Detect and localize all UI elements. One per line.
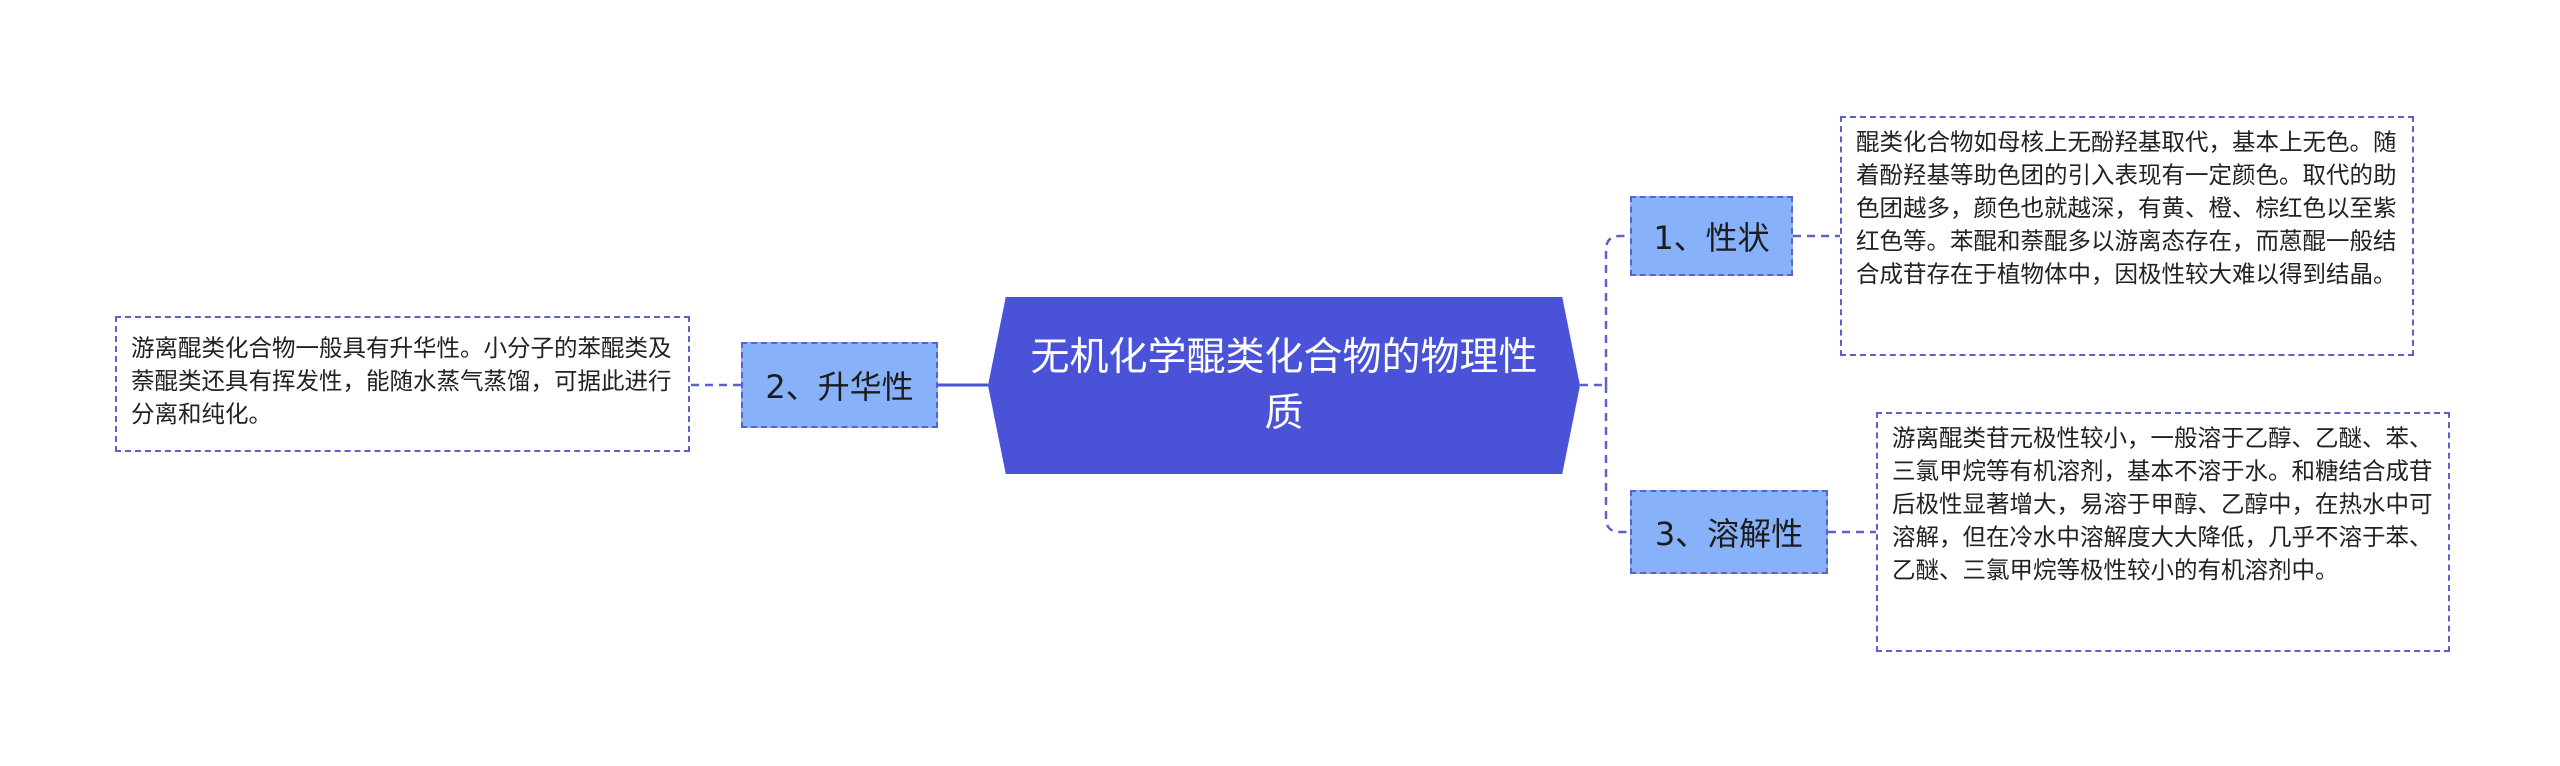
detail-sublimation-text: 游离醌类化合物一般具有升华性。小分子的苯醌类及萘醌类还具有挥发性，能随水蒸气蒸馏…	[131, 334, 672, 428]
branch-solubility[interactable]: 3、溶解性	[1630, 490, 1828, 574]
connector-trunk-upper	[1604, 234, 1630, 385]
detail-appearance-text: 醌类化合物如母核上无酚羟基取代，基本上无色。随着酚羟基等助色团的引入表现有一定颜…	[1856, 128, 2397, 288]
branch-solubility-label: 3、溶解性	[1654, 515, 1804, 553]
branch-sublimation[interactable]: 2、升华性	[741, 342, 938, 428]
detail-solubility-text: 游离醌类苷元极性较小，一般溶于乙醇、乙醚、苯、三氯甲烷等有机溶剂，基本不溶于水。…	[1892, 424, 2433, 584]
branch-appearance[interactable]: 1、性状	[1630, 196, 1793, 276]
detail-solubility[interactable]: 游离醌类苷元极性较小，一般溶于乙醇、乙醚、苯、三氯甲烷等有机溶剂，基本不溶于水。…	[1876, 412, 2450, 652]
connector-trunk-lower	[1604, 385, 1630, 534]
branch-sublimation-label: 2、升华性	[765, 368, 914, 406]
detail-appearance[interactable]: 醌类化合物如母核上无酚羟基取代，基本上无色。随着酚羟基等助色团的引入表现有一定颜…	[1840, 116, 2414, 356]
detail-sublimation[interactable]: 游离醌类化合物一般具有升华性。小分子的苯醌类及萘醌类还具有挥发性，能随水蒸气蒸馏…	[115, 316, 690, 452]
central-topic-title: 无机化学醌类化合物的物理性质	[1030, 334, 1538, 436]
central-topic[interactable]: 无机化学醌类化合物的物理性质	[988, 297, 1580, 474]
branch-appearance-label: 1、性状	[1653, 219, 1770, 257]
